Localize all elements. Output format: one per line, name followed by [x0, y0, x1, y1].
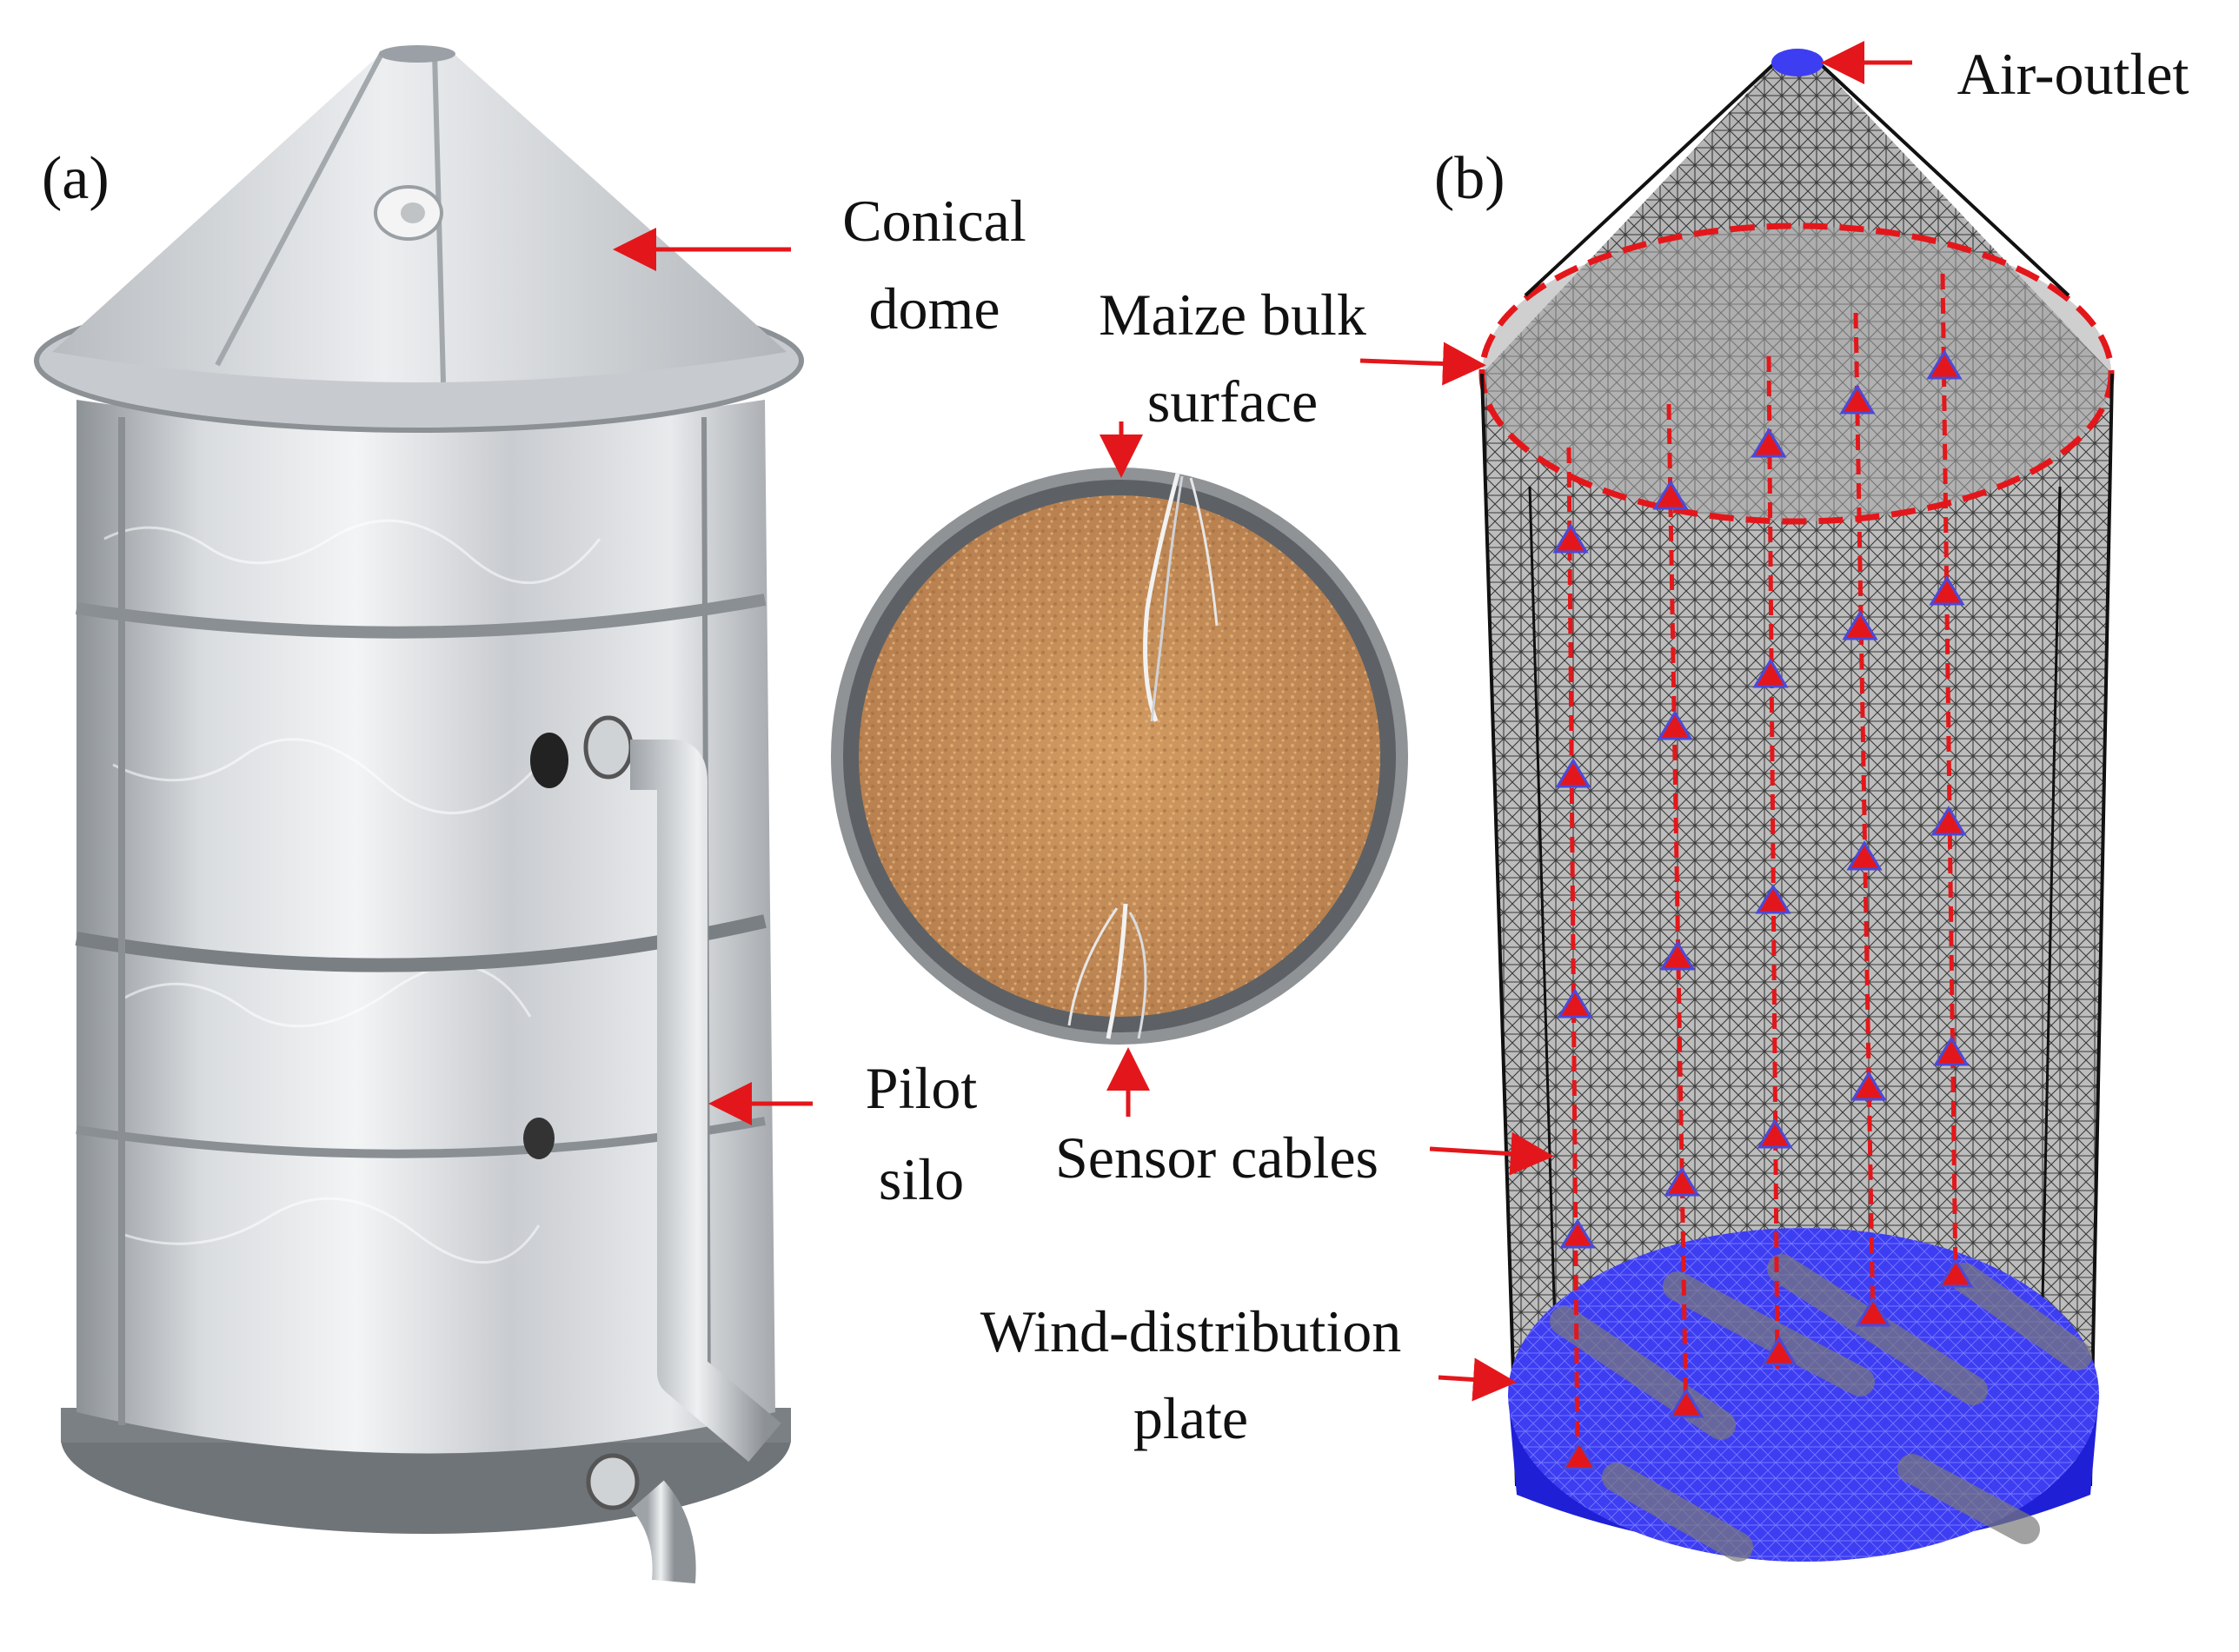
sensor [1668, 1388, 1704, 1418]
sensor [1933, 1036, 1970, 1066]
label-wind-plate-line1: Wind-distribution [980, 1298, 1402, 1364]
sensor [1751, 428, 1787, 458]
sensor [1555, 758, 1591, 788]
cable-bundle [1106, 903, 1128, 1039]
arrow-sensor-cables [1429, 1131, 1554, 1176]
label-maize-bulk-line1: Maize bulk [1099, 282, 1366, 348]
annotation-arrows [613, 41, 1912, 1402]
cable-bundle [1143, 473, 1180, 722]
arrow-wind-plate [1438, 1357, 1517, 1402]
sensor [1755, 884, 1791, 914]
sensor [1929, 575, 1965, 606]
body-port [523, 1118, 555, 1159]
label-wind-plate-line2: plate [1133, 1385, 1248, 1451]
sensor [1855, 1297, 1891, 1327]
air-outlet [1771, 49, 1824, 76]
label-conical-dome-line2: dome [868, 275, 1000, 342]
sensor [1561, 1440, 1598, 1470]
label-sensor-cables: Sensor cables [1055, 1125, 1379, 1191]
sensor [1659, 940, 1696, 971]
sensor [1850, 1071, 1887, 1101]
sensor [1842, 610, 1878, 640]
label-conical-dome-line1: Conical [842, 188, 1026, 254]
body-port [530, 733, 568, 788]
maize-bulk-photo [831, 468, 1408, 1045]
panel-a-label: (a) [42, 145, 110, 212]
label-pilot-silo-line1: Pilot [866, 1055, 978, 1121]
sensor-cable-lines [1566, 273, 1958, 1470]
label-maize-bulk-line2: surface [1147, 368, 1318, 435]
silo-body [76, 400, 775, 1454]
grain-surface-outline [1482, 226, 2111, 521]
pilot-silo-photo [34, 45, 804, 1584]
panel-b-label: (b) [1434, 145, 1505, 212]
sensor [1930, 806, 1967, 836]
sensor [1937, 1257, 1974, 1288]
sensor [1664, 1166, 1700, 1197]
silo-mesh-model [1478, 49, 2115, 1562]
sensor [1557, 988, 1593, 1018]
text-labels: (a) (b) Conical dome Maize bulk surface … [42, 41, 2189, 1451]
sensor [1839, 384, 1876, 415]
insulated-pipe [630, 740, 781, 1463]
sensor [1757, 1118, 1793, 1149]
body-port [583, 715, 634, 780]
sensor-markers [1552, 349, 1974, 1470]
sensor [1752, 658, 1789, 688]
label-air-outlet: Air-outlet [1957, 41, 2189, 107]
label-pilot-silo-line2: silo [879, 1146, 964, 1212]
sensor [1552, 523, 1589, 554]
sensor [1652, 480, 1689, 510]
sensor [1657, 710, 1693, 740]
sensor [1926, 349, 1963, 380]
sensor [1559, 1218, 1596, 1249]
sensor [1761, 1336, 1797, 1366]
sensor [1846, 840, 1883, 871]
body-port [586, 1453, 640, 1510]
wind-distribution-plate [1508, 1228, 2099, 1562]
arrow-maize-surface-ring [1359, 342, 1486, 386]
band-ring [75, 594, 767, 639]
